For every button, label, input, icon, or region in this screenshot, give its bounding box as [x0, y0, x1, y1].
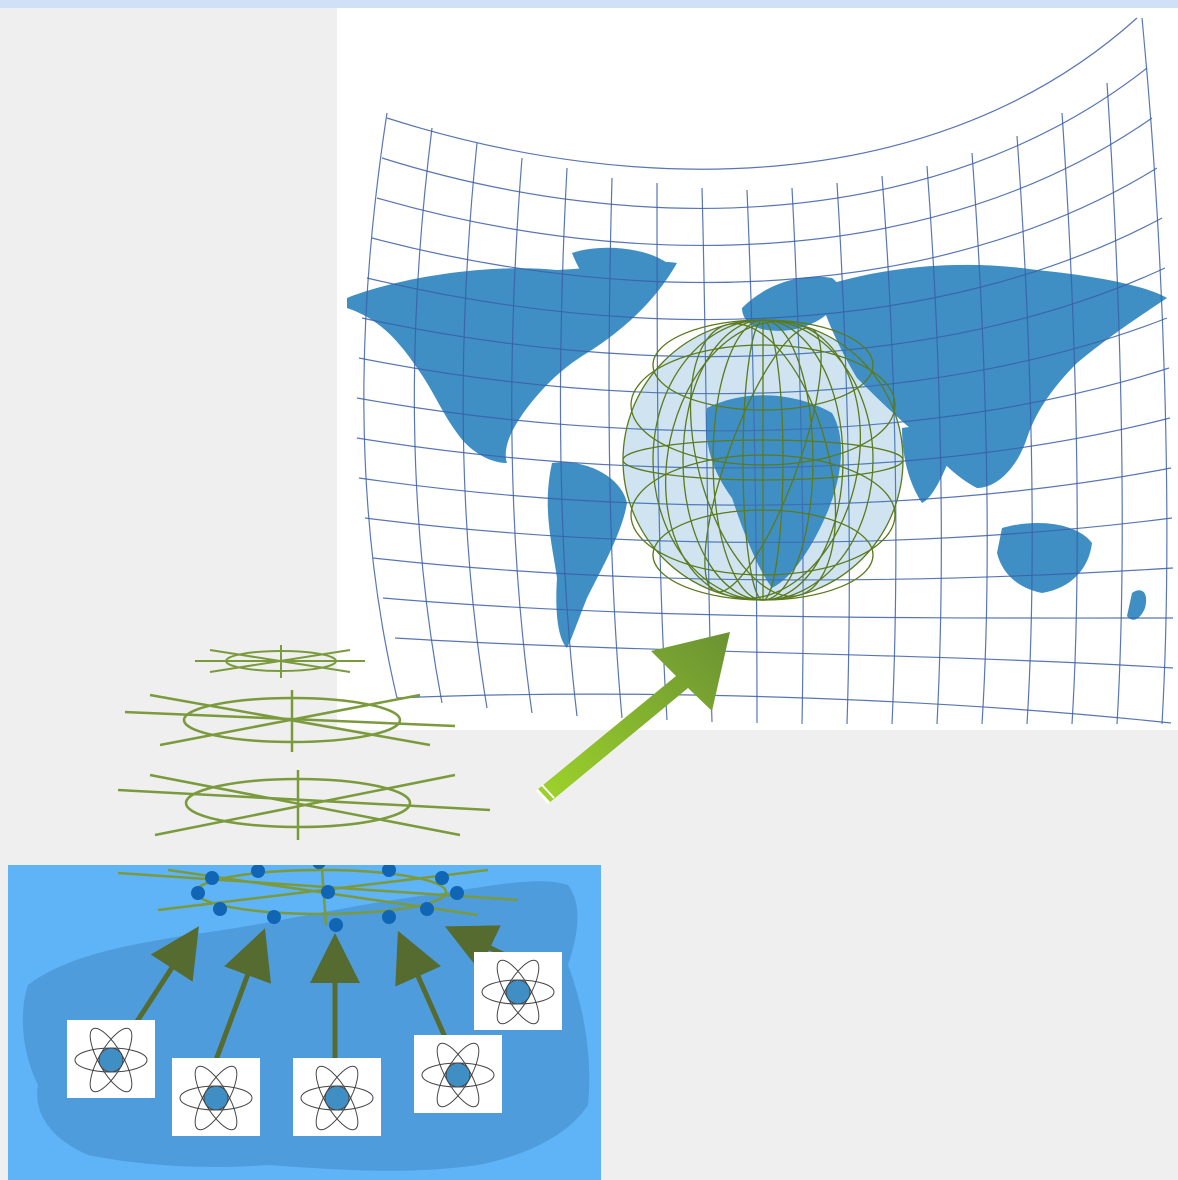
world-map-panel	[337, 8, 1178, 730]
grid-latitudes	[356, 17, 1174, 724]
network-node-icon	[414, 1035, 502, 1113]
node-dots	[191, 865, 464, 932]
layer-wheel-2	[124, 690, 456, 752]
wireframe-globe-icon	[622, 319, 904, 601]
layer-wheel-3	[117, 770, 491, 840]
layer-wheel-1	[195, 645, 365, 678]
network-node-icon	[293, 1058, 381, 1136]
network-node-icon	[172, 1058, 260, 1136]
warped-world-map	[347, 17, 1174, 725]
network-node-icon	[67, 1020, 155, 1098]
upload-arrows	[133, 925, 507, 1061]
arrow-up-right-icon	[535, 632, 730, 805]
top-strip	[0, 0, 1178, 8]
network-node-icon	[474, 952, 562, 1030]
